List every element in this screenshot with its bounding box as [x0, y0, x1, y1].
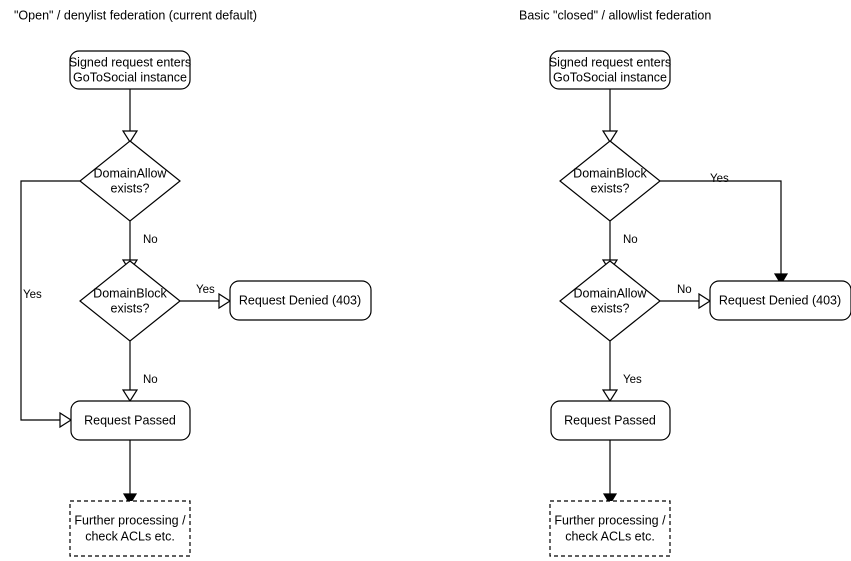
entry-box-label-line1: Signed request enters	[69, 55, 191, 69]
arrowhead-icon	[218, 292, 232, 310]
entry-box-label-line2: GoToSocial instance	[73, 70, 187, 84]
entry-box-label-line1: Signed request enters	[549, 55, 671, 69]
edge-passed-to-further-right	[602, 440, 618, 506]
passed-box-label: Request Passed	[84, 413, 176, 427]
edge-passed-to-further-left	[122, 440, 138, 506]
edge-label-decision1-no: No	[143, 234, 158, 246]
further-box-label-line1: Further processing /	[74, 513, 186, 527]
node-entry-left: Signed request enters GoToSocial instanc…	[69, 50, 191, 90]
edge-label-decision1-no: No	[623, 234, 638, 246]
entry-box-label-line2: GoToSocial instance	[553, 70, 667, 84]
arrowhead-icon	[773, 273, 789, 286]
node-decision2-left: DomainBlock exists?	[79, 260, 181, 342]
passed-box-label: Request Passed	[564, 413, 656, 427]
decision1-label-line1: DomainBlock	[573, 166, 647, 180]
edge-entry-to-decision1-right	[601, 89, 619, 144]
column-closed-allowlist: Basic "closed" / allowlist federation Si…	[519, 8, 851, 557]
edge-label-decision2-yes: Yes	[623, 374, 642, 386]
arrowhead-icon	[122, 493, 138, 506]
further-box-label-line2: check ACLs etc.	[565, 529, 655, 543]
arrowhead-icon	[59, 411, 73, 429]
node-further-left: Further processing / check ACLs etc.	[69, 500, 191, 557]
column-title-open-denylist: "Open" / denylist federation (current de…	[14, 8, 257, 22]
node-passed-left: Request Passed	[70, 400, 191, 441]
edge-decision2-yes-right: Yes	[601, 341, 642, 403]
decision1-label-line2: exists?	[591, 181, 630, 195]
edge-decision2-no-left: No	[121, 341, 158, 403]
edge-decision2-no-right: No	[660, 284, 712, 310]
denied-box-label: Request Denied (403)	[239, 293, 361, 307]
edge-label-decision2-yes: Yes	[196, 284, 215, 296]
decision2-label-line1: DomainAllow	[574, 286, 648, 300]
column-open-denylist: "Open" / denylist federation (current de…	[14, 8, 372, 557]
edge-decision2-yes-left: Yes	[180, 284, 232, 310]
arrowhead-icon	[698, 292, 712, 310]
node-decision1-left: DomainAllow exists?	[79, 140, 181, 222]
further-box-shape	[69, 500, 191, 557]
arrowhead-icon	[121, 130, 139, 144]
further-box-label-line1: Further processing /	[554, 513, 666, 527]
denied-box-shape	[709, 280, 851, 321]
arrowhead-icon	[601, 389, 619, 403]
edge-label-decision2-no: No	[677, 284, 692, 296]
node-further-right: Further processing / check ACLs etc.	[549, 500, 671, 557]
arrowhead-icon	[601, 130, 619, 144]
node-denied-left: Request Denied (403)	[229, 280, 372, 321]
arrowhead-icon	[602, 493, 618, 506]
decision1-label-line1: DomainAllow	[94, 166, 168, 180]
node-entry-right: Signed request enters GoToSocial instanc…	[549, 50, 671, 90]
edge-entry-to-decision1-left	[121, 89, 139, 144]
node-denied-right: Request Denied (403)	[709, 280, 851, 321]
decision1-label-line2: exists?	[111, 181, 150, 195]
edge-label-decision1-yes: Yes	[23, 289, 42, 301]
arrowhead-icon	[121, 389, 139, 403]
further-box-label-line2: check ACLs etc.	[85, 529, 175, 543]
decision2-label-line2: exists?	[111, 301, 150, 315]
node-decision1-right: DomainBlock exists?	[559, 140, 661, 222]
edge-label-decision2-no: No	[143, 374, 158, 386]
node-decision2-right: DomainAllow exists?	[559, 260, 661, 342]
column-title-closed-allowlist: Basic "closed" / allowlist federation	[519, 8, 711, 22]
decision2-label-line2: exists?	[591, 301, 630, 315]
edge-decision1-yes-right: Yes	[660, 173, 789, 286]
further-box-shape	[549, 500, 671, 557]
denied-box-shape	[229, 280, 372, 321]
edge-label-decision1-yes: Yes	[710, 173, 729, 185]
node-passed-right: Request Passed	[550, 400, 671, 441]
denied-box-label: Request Denied (403)	[719, 293, 841, 307]
edge-decision1-yes-left: Yes	[20, 180, 80, 429]
decision2-label-line1: DomainBlock	[93, 286, 167, 300]
